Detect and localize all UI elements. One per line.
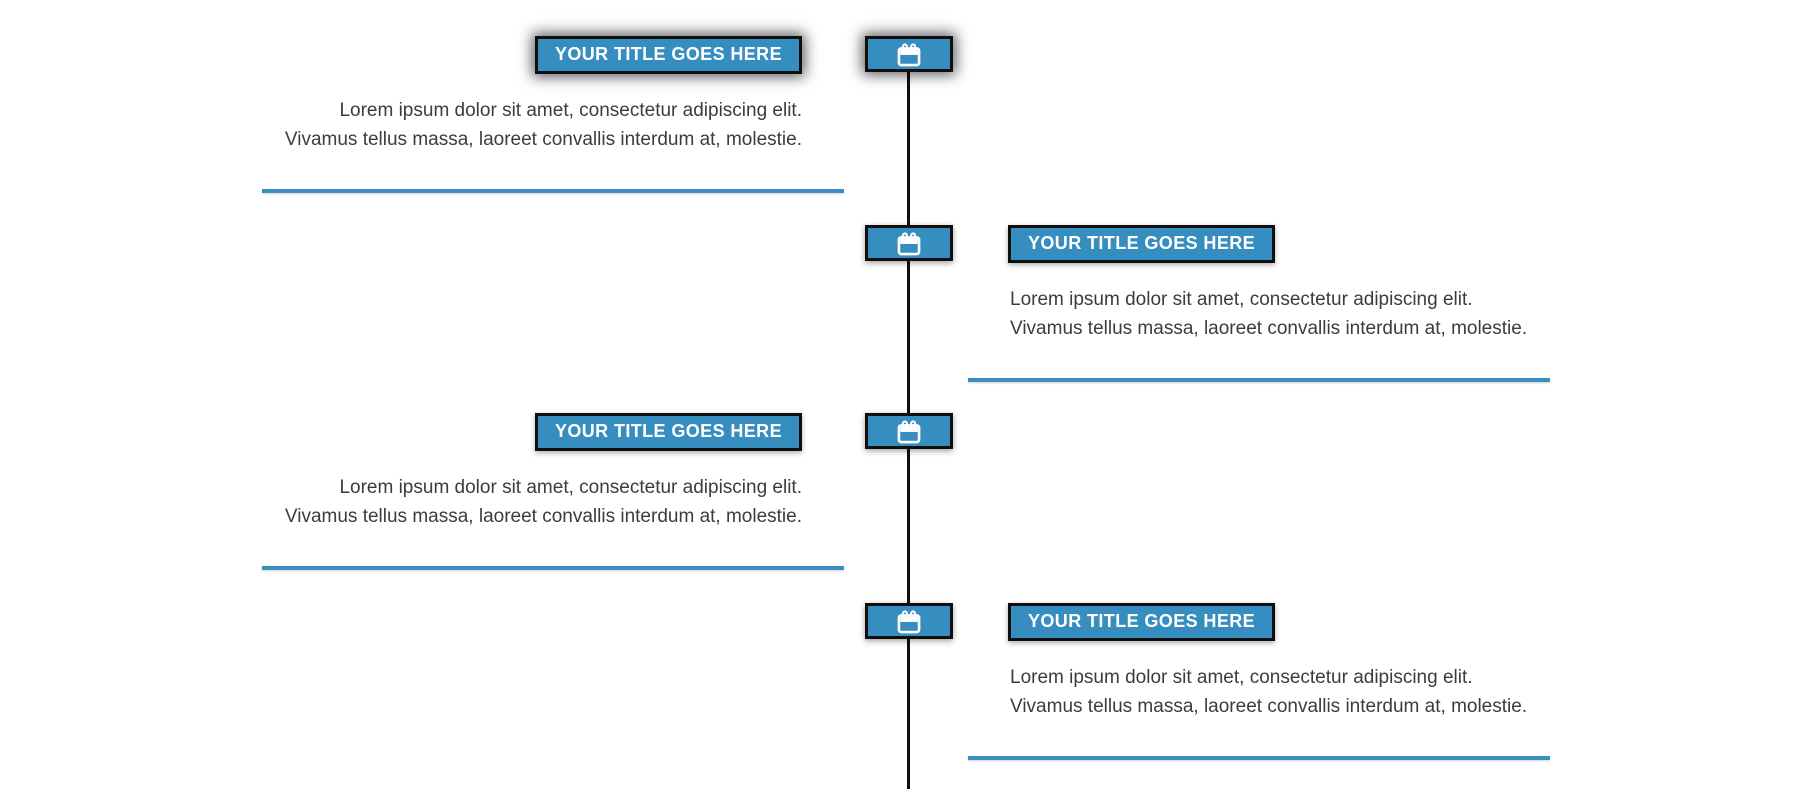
entry-body: Lorem ipsum dolor sit amet, consectetur … — [262, 96, 844, 154]
entry-body: Lorem ipsum dolor sit amet, consectetur … — [968, 663, 1550, 721]
entry-title-button[interactable]: YOUR TITLE GOES HERE — [534, 36, 802, 74]
entry-body: Lorem ipsum dolor sit amet, consectetur … — [262, 473, 844, 531]
entry-divider — [262, 189, 844, 193]
entry-title-row: YOUR TITLE GOES HERE — [262, 413, 844, 451]
entry-title-row: YOUR TITLE GOES HERE — [968, 603, 1550, 641]
entry-text-line-1: Lorem ipsum dolor sit amet, consectetur … — [1010, 667, 1473, 688]
calendar-icon — [897, 42, 921, 66]
entry-title-button[interactable]: YOUR TITLE GOES HERE — [534, 413, 802, 451]
entry-title-row: YOUR TITLE GOES HERE — [262, 36, 844, 74]
entry-text-line-2: Vivamus tellus massa, laoreet convallis … — [284, 506, 802, 527]
entry-text-line-1: Lorem ipsum dolor sit amet, consectetur … — [339, 477, 802, 498]
entry-title-button[interactable]: YOUR TITLE GOES HERE — [1008, 225, 1276, 263]
calendar-marker — [865, 413, 953, 449]
entry-divider — [262, 566, 844, 570]
calendar-marker — [865, 603, 953, 639]
entry-divider — [968, 756, 1550, 760]
entry-text-line-2: Vivamus tellus massa, laoreet convallis … — [284, 129, 802, 150]
entry-divider — [968, 378, 1550, 382]
timeline-entry-1: YOUR TITLE GOES HERE Lorem ipsum dolor s… — [262, 36, 844, 193]
entry-body: Lorem ipsum dolor sit amet, consectetur … — [968, 285, 1550, 343]
entry-text-line-2: Vivamus tellus massa, laoreet convallis … — [1010, 696, 1528, 717]
entry-text-line-2: Vivamus tellus massa, laoreet convallis … — [1010, 318, 1528, 339]
calendar-marker — [865, 225, 953, 261]
timeline-entry-4: YOUR TITLE GOES HERE Lorem ipsum dolor s… — [968, 603, 1550, 760]
calendar-marker — [865, 36, 953, 72]
calendar-icon — [897, 609, 921, 633]
entry-text-line-1: Lorem ipsum dolor sit amet, consectetur … — [1010, 289, 1473, 310]
calendar-icon — [897, 419, 921, 443]
entry-title-row: YOUR TITLE GOES HERE — [968, 225, 1550, 263]
entry-title-button[interactable]: YOUR TITLE GOES HERE — [1008, 603, 1276, 641]
calendar-icon — [897, 231, 921, 255]
timeline-entry-3: YOUR TITLE GOES HERE Lorem ipsum dolor s… — [262, 413, 844, 570]
entry-text-line-1: Lorem ipsum dolor sit amet, consectetur … — [339, 100, 802, 121]
timeline-entry-2: YOUR TITLE GOES HERE Lorem ipsum dolor s… — [968, 225, 1550, 382]
